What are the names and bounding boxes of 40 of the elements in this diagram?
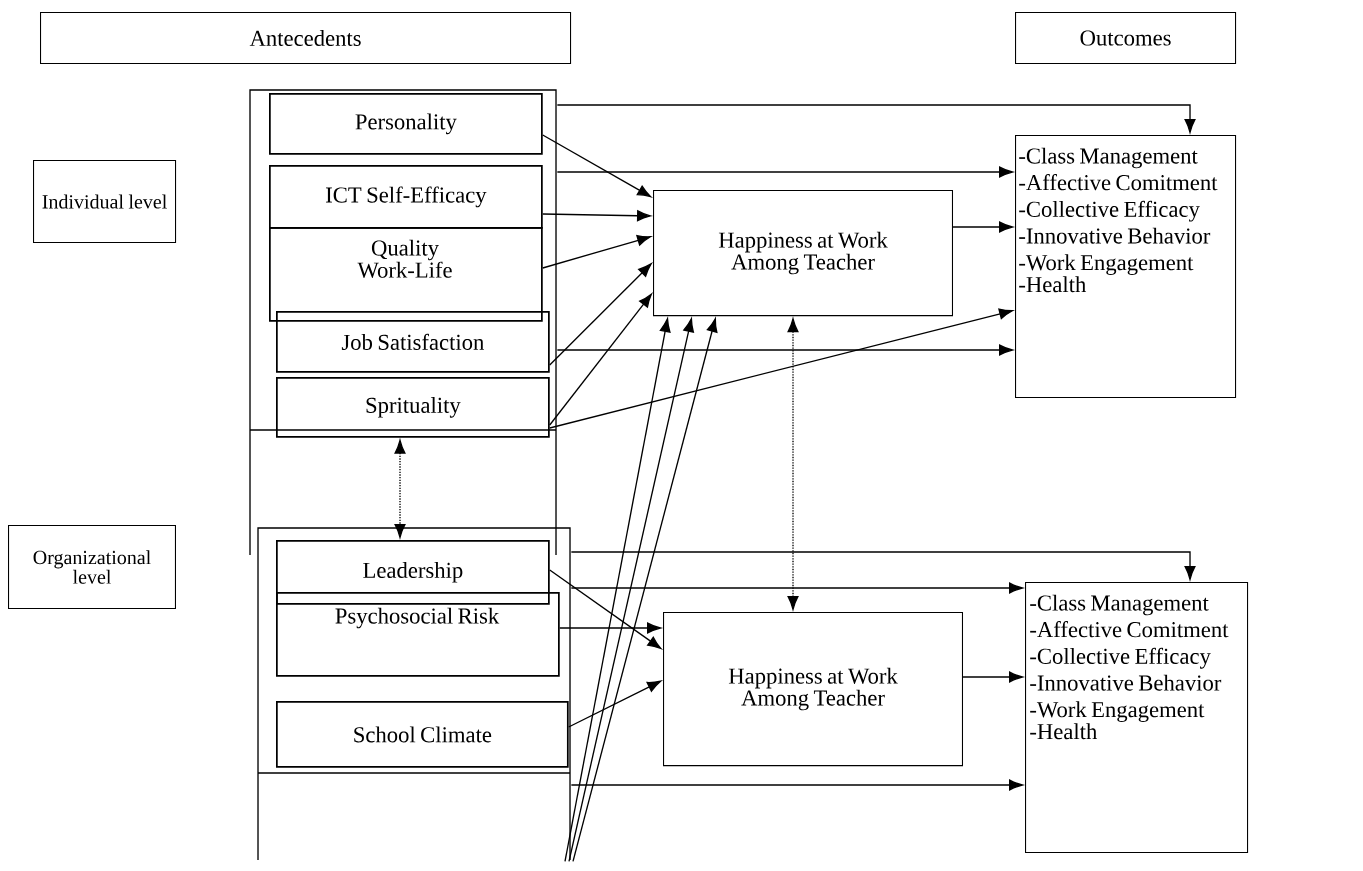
arrow <box>542 134 652 198</box>
group-frame <box>249 89 557 556</box>
factor-box: Quality Work-Life <box>269 227 543 322</box>
heading-box: Antecedents <box>40 12 572 64</box>
arrow <box>570 582 1023 594</box>
dotted-arrow <box>394 439 406 538</box>
level-box: Organizational level <box>8 525 176 609</box>
level-box: Individual level <box>33 160 177 244</box>
arrow <box>549 569 662 650</box>
heading-box: Outcomes <box>1015 12 1237 64</box>
arrow <box>556 344 1013 356</box>
dotted-arrow <box>787 318 799 610</box>
group-frame <box>257 527 571 861</box>
factor-box: Sprituality <box>276 377 550 438</box>
arrow <box>556 166 1013 178</box>
outcome-box: Happiness at Work Among Teacher <box>663 612 963 767</box>
outcome-list-box: -Class Management -Affective Comitment -Collective Efficacy -Innovative Behavior -Work Engagement -Health <box>1015 135 1237 399</box>
arrow <box>559 622 661 634</box>
arrow <box>952 221 1013 233</box>
factor-box: Job Satisfaction <box>276 311 550 373</box>
arrow <box>542 210 651 222</box>
arrow <box>572 318 718 862</box>
arrow <box>570 551 1196 580</box>
arrow <box>962 671 1023 683</box>
factor-box: Personality <box>269 93 543 155</box>
arrow <box>549 308 1013 429</box>
outcome-list-box: -Class Management -Affective Comitment -Collective Efficacy -Innovative Behavior -Work Engagement -Health <box>1025 582 1249 854</box>
arrow <box>568 680 662 728</box>
outcome-box: Happiness at Work Among Teacher <box>653 190 953 317</box>
arrow <box>570 779 1023 791</box>
factor-box: ICT Self-Efficacy <box>269 165 543 229</box>
factor-box: Leadership <box>276 540 550 605</box>
arrow <box>542 234 652 269</box>
factor-box: Psychosocial Risk <box>276 592 560 677</box>
arrow <box>556 104 1196 133</box>
arrow <box>549 263 652 366</box>
factor-box: School Climate <box>276 701 569 768</box>
arrow <box>564 318 671 862</box>
arrow <box>568 318 695 862</box>
arrow <box>549 293 652 426</box>
